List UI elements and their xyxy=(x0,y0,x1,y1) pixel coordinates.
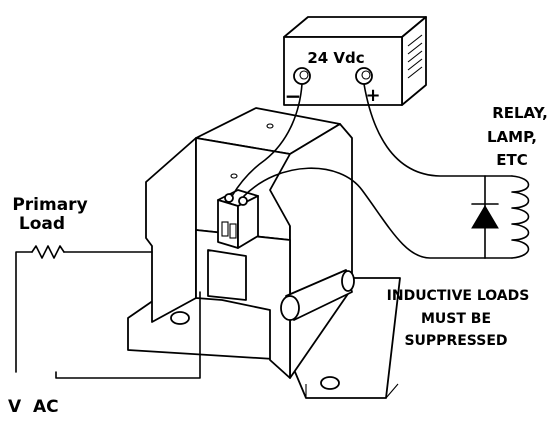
warning-line2: MUST BE xyxy=(421,311,491,327)
negative-wire xyxy=(231,83,303,197)
primary-label-line2: Load xyxy=(19,214,65,234)
supply-label: 24 Vdc xyxy=(307,49,364,67)
load-note-line1: RELAY, xyxy=(492,104,548,122)
warning-line1: INDUCTIVE LOADS xyxy=(387,288,530,304)
warning-line3: SUPPRESSED xyxy=(404,333,507,349)
negative-sign: − xyxy=(285,84,302,108)
load-note-line2: LAMP, xyxy=(487,128,537,146)
positive-terminal-icon xyxy=(355,67,373,85)
mount-hole-rear-icon xyxy=(170,311,190,325)
power-supply: 24 Vdc − + xyxy=(283,16,427,108)
hinge-icon xyxy=(280,269,355,321)
coil-icon xyxy=(511,175,530,259)
load-note-line3: ETC xyxy=(496,151,528,169)
vac-label: V AC xyxy=(8,397,59,417)
positive-sign: + xyxy=(365,85,380,106)
current-sensor xyxy=(127,107,401,399)
positive-wire xyxy=(363,83,486,177)
terminal-block xyxy=(217,189,259,249)
labels: RELAY, LAMP, ETC Primary Load V AC INDUC… xyxy=(8,104,548,417)
suppression-circuit xyxy=(471,175,530,259)
primary-label-line1: Primary xyxy=(12,195,87,215)
return-wire xyxy=(55,291,201,379)
resistor-icon xyxy=(31,245,65,259)
diode-icon xyxy=(471,203,499,229)
mount-hole-front-icon xyxy=(320,376,340,390)
negative-terminal-icon xyxy=(293,67,311,85)
output-wire xyxy=(243,167,486,259)
wiring xyxy=(15,83,530,379)
primary-wire-left xyxy=(15,251,33,373)
